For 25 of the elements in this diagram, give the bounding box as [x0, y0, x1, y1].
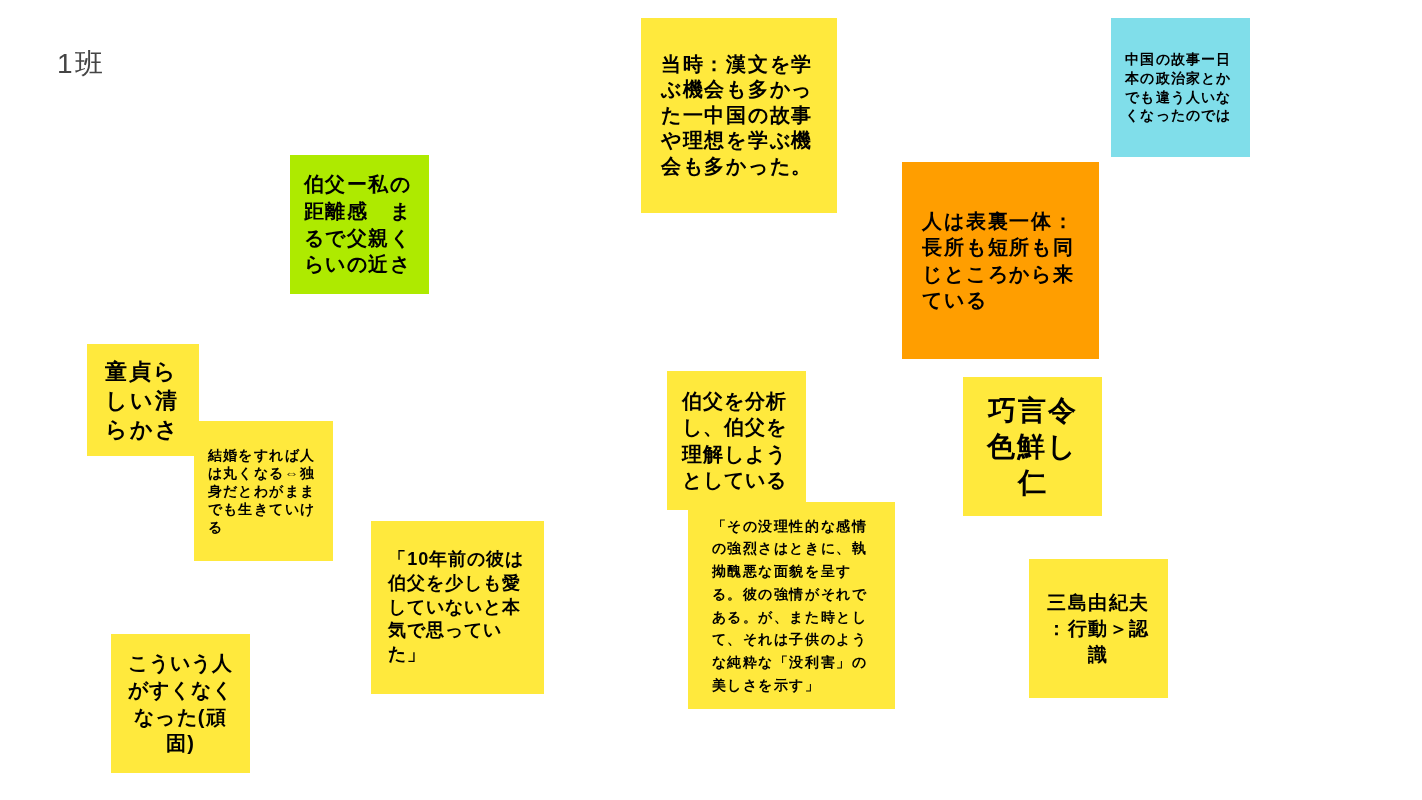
- sticky-note: [194, 421, 333, 561]
- note-text: 伯父ー私の距離感 まるで父親くらいの近さ: [304, 172, 412, 278]
- sticky-note: [87, 344, 199, 456]
- note-text: こういう人がすくなくなった(頑固): [126, 651, 235, 757]
- sticky-note: [371, 521, 544, 694]
- sticky-note: [1029, 559, 1168, 698]
- board-title: 1班: [57, 48, 105, 80]
- sticky-note: [902, 162, 1099, 359]
- note-text: 人は表裏一体：長所も短所も同じところから来ている: [921, 208, 1077, 313]
- sticky-note: [290, 155, 429, 294]
- note-text: 童貞らしい清らかさ: [105, 357, 181, 444]
- sticky-note: [111, 634, 250, 773]
- note-text: 伯父を分析し、伯父を理解しようとしている: [681, 388, 789, 493]
- note-text: 巧言令色鮮し仁: [985, 393, 1079, 500]
- note-text: 「10年前の彼は伯父を少しも愛していないと本気で思っていた」: [388, 548, 525, 667]
- note-text: 三島由紀夫：行動＞認識: [1046, 590, 1151, 667]
- note-text: 中国の故事ー日本の政治家とかでも違う人いなくなったのでは: [1125, 50, 1233, 125]
- sticky-note: [688, 502, 895, 709]
- sticky-note: [667, 371, 806, 510]
- sticky-note: [963, 377, 1102, 516]
- note-text: 結婚をすれば人は丸くなる⇔独身だとわがままでも生きていける: [207, 446, 317, 536]
- note-text: 「その没理性的な感情の強烈さはときに、執拗醜悪な面貌を呈する。彼の強情がそれである。が、また時として、それは子供のような純粋な「没利害」の美しさを示す」: [711, 516, 869, 695]
- sticky-note: [641, 18, 837, 213]
- note-text: 当時：漢文を学ぶ機会も多かった一中国の故事や理想を学ぶ機会も多かった。: [661, 51, 814, 179]
- sticky-note: [1111, 18, 1250, 157]
